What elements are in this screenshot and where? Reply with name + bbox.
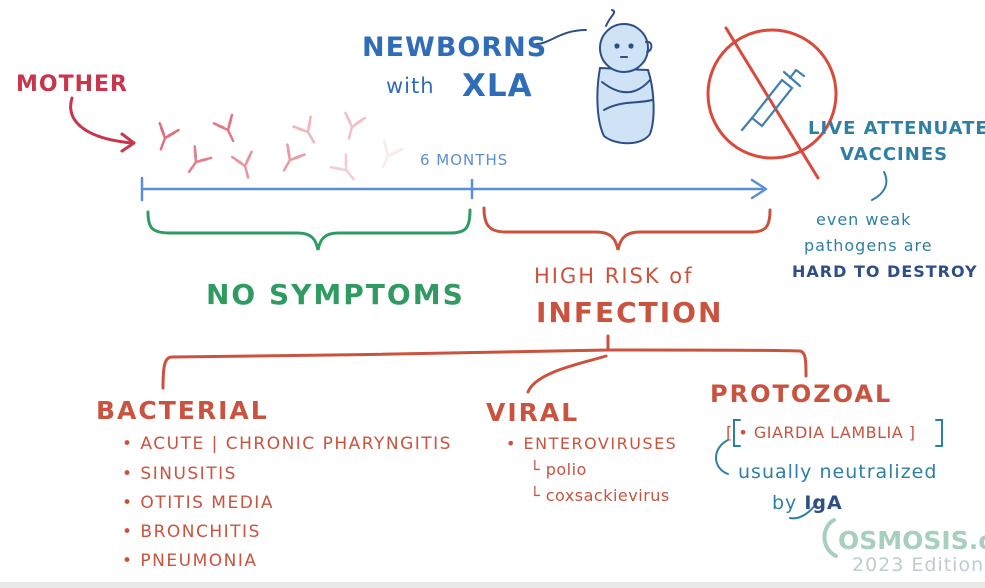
vaccines-label: VACCINES xyxy=(840,144,949,165)
iga-text: IgA xyxy=(804,492,843,514)
note-line-1: even weak xyxy=(816,210,912,229)
osmosis-watermark: OSMOSIS.org xyxy=(838,526,985,555)
high-risk-brace xyxy=(482,206,772,251)
no-symptoms-label: NO SYMPTOMS xyxy=(206,278,465,311)
note-line-3: HARD TO DESTROY xyxy=(792,262,978,281)
viral-item: └ coxsackievirus xyxy=(530,486,670,505)
viral-item: └ polio xyxy=(530,460,587,479)
mother-arrowhead xyxy=(120,132,136,153)
mother-arrow xyxy=(69,96,134,145)
no-live-vaccine-icon xyxy=(706,26,838,180)
viral-item: • ENTEROVIRUSES xyxy=(506,434,678,453)
timeline-arrowhead xyxy=(750,178,768,200)
protozoal-note-line-2: by IgA xyxy=(772,492,843,514)
bacterial-item: • BRONCHITIS xyxy=(122,522,261,542)
newborn-connector xyxy=(535,29,587,45)
protozoal-note-line-1: usually neutralized xyxy=(738,461,938,483)
bottom-bar xyxy=(0,582,985,588)
protozoal-bracket-left xyxy=(733,419,741,447)
newborns-label: NEWBORNS xyxy=(362,32,548,63)
viral-title: VIRAL xyxy=(486,398,580,427)
with-label: with xyxy=(386,74,435,98)
bacterial-item: • ACUTE | CHRONIC PHARYNGITIS xyxy=(122,434,452,454)
no-symptoms-brace xyxy=(146,208,472,251)
osmosis-logo-icon xyxy=(822,518,838,558)
xla-label: XLA xyxy=(462,68,533,104)
high-risk-label: HIGH RISK of xyxy=(534,264,694,288)
infection-label: INFECTION xyxy=(536,296,724,329)
antibody-icons xyxy=(158,111,404,181)
newborn-baby-icon xyxy=(596,9,655,145)
infection-branch-lines xyxy=(161,334,808,394)
mother-label: MOTHER xyxy=(16,72,128,97)
bacterial-item: • PNEUMONIA xyxy=(122,551,258,571)
protozoal-title: PROTOZOAL xyxy=(710,380,893,408)
six-months-label: 6 MONTHS xyxy=(420,151,509,169)
protozoal-item: [ • GIARDIA LAMBLIA ] xyxy=(726,423,916,442)
protozoal-bracket-right xyxy=(935,419,943,447)
bacterial-item: • OTITIS MEDIA xyxy=(122,493,274,513)
by-text: by xyxy=(772,492,798,514)
bacterial-title: BACTERIAL xyxy=(96,396,269,425)
protozoal-note-connector xyxy=(715,439,729,475)
osmosis-edition: 2023 Edition xyxy=(852,554,985,576)
vaccine-note-connector xyxy=(871,171,888,201)
live-attenuated-label: LIVE ATTENUATED xyxy=(808,118,985,139)
bacterial-item: • SINUSITIS xyxy=(122,464,237,484)
note-line-2: pathogens are xyxy=(804,236,933,255)
iga-underline-curve xyxy=(789,499,819,520)
